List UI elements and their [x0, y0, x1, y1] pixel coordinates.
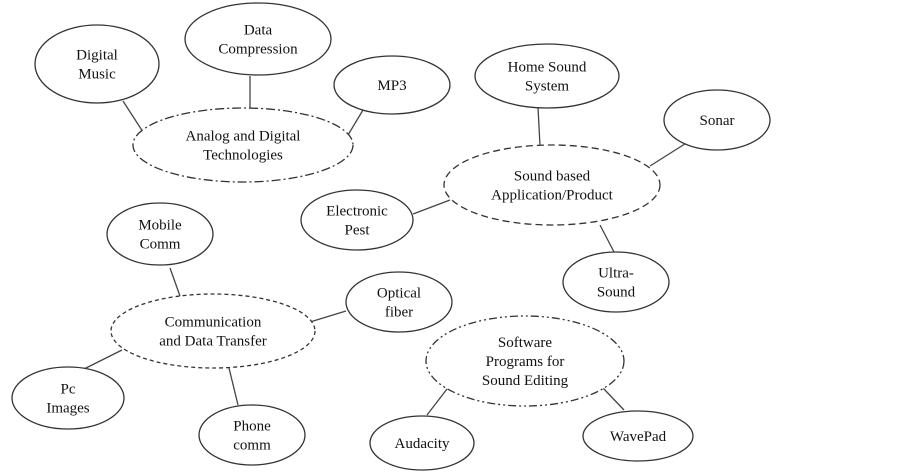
leaf-node-mobile-comm-label: Mobile: [138, 218, 182, 234]
leaf-node-sonar: Sonar: [663, 89, 771, 151]
leaf-node-audacity-ellipse: [369, 415, 475, 471]
leaf-node-phone-comm-ellipse: [198, 404, 306, 466]
edge-communication-mobile-comm: [169, 267, 181, 297]
leaf-node-pc-images-label: Images: [46, 401, 89, 417]
leaf-node-phone-comm: Phone comm: [198, 404, 306, 466]
leaf-node-digital-music-label: Digital: [76, 48, 118, 64]
edge-sound-app-electronic-pest: [412, 199, 451, 215]
hub-node-software-ellipse: [425, 315, 625, 407]
leaf-node-mobile-comm-ellipse: [106, 202, 214, 266]
hub-node-sound-app-ellipse: [443, 144, 661, 226]
leaf-node-electronic-pest-label: Electronic: [326, 204, 388, 220]
hub-node-software-label: Software: [498, 335, 552, 351]
leaf-node-home-sound-label: System: [525, 79, 570, 95]
edge-analog-mp3: [347, 109, 364, 136]
edge-sound-app-sonar: [649, 141, 689, 167]
leaf-node-digital-music-label: Music: [78, 67, 116, 83]
hub-node-communication-label: and Data Transfer: [159, 334, 266, 350]
hub-node-analog-label: Analog and Digital: [186, 129, 301, 145]
hub-node-analog-ellipse: [132, 107, 354, 183]
leaf-node-audacity: Audacity: [369, 415, 475, 471]
leaf-node-optical-fiber-ellipse: [345, 271, 453, 333]
leaf-node-sonar-label: Sonar: [700, 113, 735, 129]
leaf-node-data-compression-label: Data: [244, 23, 273, 39]
leaf-node-audacity-label: Audacity: [395, 436, 450, 452]
leaf-node-pc-images-label: Pc: [61, 382, 76, 398]
leaf-node-digital-music-ellipse: [34, 24, 160, 104]
leaf-node-mp3-label: MP3: [377, 78, 406, 94]
leaf-node-ultra-sound-label: Ultra-: [598, 266, 634, 282]
leaf-node-data-compression-ellipse: [184, 2, 332, 76]
hub-node-communication: Communication and Data Transfer: [110, 293, 316, 369]
leaf-node-ultra-sound: Ultra- Sound: [562, 251, 670, 313]
nodes: Analog and DigitalTechnologiesDigitalMus…: [11, 2, 771, 471]
hub-node-analog-label: Technologies: [203, 148, 283, 164]
leaf-node-wavepad-ellipse: [582, 410, 694, 462]
hub-node-software-label: Sound Editing: [482, 373, 569, 389]
leaf-node-phone-comm-label: Phone: [233, 419, 271, 435]
edge-communication-phone-comm: [228, 367, 239, 406]
hub-node-sound-app-label: Application/Product: [491, 188, 613, 204]
edge-software-wavepad: [602, 387, 625, 411]
edge-communication-optical-fiber: [309, 310, 347, 323]
leaf-node-data-compression-label: Compression: [218, 42, 298, 58]
edge-sound-app-home-sound: [537, 106, 541, 147]
leaf-node-optical-fiber: Optical fiber: [345, 271, 453, 333]
leaf-node-home-sound-label: Home Sound: [508, 60, 587, 76]
leaf-node-optical-fiber-label: fiber: [385, 305, 413, 321]
edges: [83, 76, 689, 416]
leaf-node-home-sound-ellipse: [474, 43, 620, 109]
leaf-node-sonar-ellipse: [663, 89, 771, 151]
edge-communication-pc-images: [83, 349, 123, 370]
leaf-node-electronic-pest-ellipse: [300, 189, 414, 251]
leaf-node-pc-images-ellipse: [11, 366, 125, 430]
leaf-node-mp3-ellipse: [333, 55, 451, 115]
hub-node-software-label: Programs for: [486, 354, 565, 370]
edge-software-audacity: [426, 388, 448, 416]
leaf-node-phone-comm-label: comm: [233, 438, 271, 454]
hub-node-communication-ellipse: [110, 293, 316, 369]
leaf-node-ultra-sound-ellipse: [562, 251, 670, 313]
leaf-node-wavepad-label: WavePad: [610, 429, 667, 445]
hub-node-communication-label: Communication: [165, 315, 262, 331]
leaf-node-ultra-sound-label: Sound: [597, 285, 636, 301]
leaf-node-mp3: MP3: [333, 55, 451, 115]
edge-sound-app-ultra-sound: [599, 224, 615, 253]
leaf-node-mobile-comm-label: Comm: [140, 237, 181, 253]
leaf-node-optical-fiber-label: Optical: [377, 286, 421, 302]
leaf-node-wavepad: WavePad: [582, 410, 694, 462]
leaf-node-electronic-pest-label: Pest: [344, 223, 370, 239]
edge-analog-digital-music: [122, 100, 144, 133]
hub-node-sound-app-label: Sound based: [514, 169, 591, 185]
